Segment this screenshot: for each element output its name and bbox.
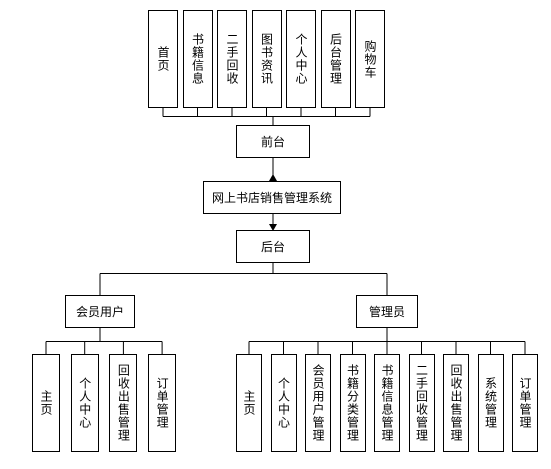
arrow-up-icon [269, 174, 277, 181]
system-root-label: 网上书店销售管理系统 [211, 191, 332, 205]
admin-module-7: 回收出售管理 [443, 354, 469, 452]
admin-node: 管理员 [356, 295, 418, 328]
front-module-5: 个人中心 [286, 10, 316, 108]
system-root-node: 网上书店销售管理系统 [203, 181, 341, 214]
member-module-3: 回收出售管理 [109, 354, 138, 452]
front-module-label: 图书资讯 [259, 33, 274, 85]
member-module-1: 主页 [32, 354, 60, 452]
back-node-label: 后台 [260, 240, 285, 254]
admin-module-3: 会员用户管理 [305, 354, 331, 452]
admin-module-label: 会员用户管理 [311, 364, 325, 442]
admin-module-label: 主页 [242, 390, 256, 416]
admin-label: 管理员 [368, 305, 405, 319]
admin-module-5: 书籍信息管理 [374, 354, 400, 452]
front-module-1: 首页 [148, 10, 178, 108]
admin-module-9: 订单管理 [512, 354, 538, 452]
admin-module-label: 书籍信息管理 [380, 364, 394, 442]
back-node: 后台 [236, 230, 310, 263]
front-module-label: 购物车 [363, 39, 377, 79]
admin-module-1: 主页 [236, 354, 262, 452]
admin-module-label: 个人中心 [276, 377, 291, 429]
admin-module-label: 二手回收管理 [414, 364, 429, 442]
member-module-label: 主页 [39, 390, 53, 416]
front-module-2: 书籍信息 [182, 10, 213, 108]
front-module-label: 个人中心 [294, 33, 308, 85]
front-node: 前台 [236, 125, 310, 158]
admin-module-8: 系统管理 [477, 354, 504, 452]
front-module-4: 图书资讯 [251, 10, 282, 108]
front-module-6: 后台管理 [320, 10, 351, 108]
member-user-label: 会员用户 [75, 305, 124, 319]
member-module-4: 订单管理 [148, 354, 177, 452]
member-module-label: 个人中心 [77, 377, 92, 429]
front-node-label: 前台 [260, 135, 285, 149]
admin-module-2: 个人中心 [270, 354, 297, 452]
admin-module-4: 书籍分类管理 [339, 354, 366, 452]
front-module-3: 二手回收 [217, 10, 247, 108]
front-module-7: 购物车 [355, 10, 385, 108]
admin-module-label: 系统管理 [483, 377, 498, 429]
admin-module-label: 书籍分类管理 [345, 364, 360, 442]
member-module-label: 订单管理 [155, 377, 170, 429]
front-module-label: 后台管理 [328, 33, 343, 85]
front-module-label: 二手回收 [225, 33, 239, 85]
member-user-node: 会员用户 [65, 295, 135, 328]
member-module-2: 个人中心 [70, 354, 99, 452]
front-module-label: 书籍信息 [190, 33, 205, 85]
front-module-label: 首页 [156, 46, 170, 72]
member-module-label: 回收出售管理 [116, 364, 131, 442]
admin-module-label: 回收出售管理 [449, 364, 463, 442]
admin-module-label: 订单管理 [518, 377, 532, 429]
arrow-down-icon [269, 224, 277, 231]
admin-module-6: 二手回收管理 [408, 354, 435, 452]
